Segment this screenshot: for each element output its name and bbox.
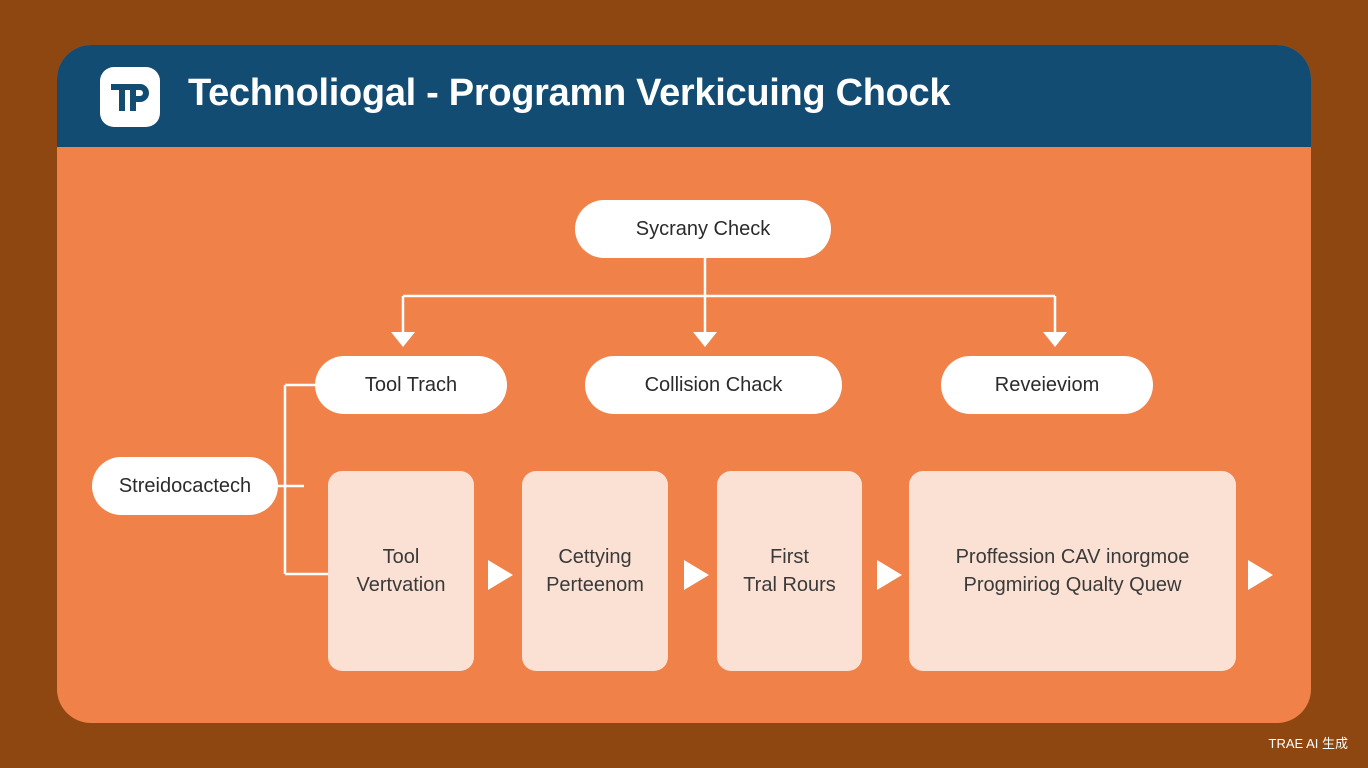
branch-node-1: Tool Trach <box>315 356 507 414</box>
side-node: Streidocactech <box>92 457 278 515</box>
process-step-4: Proffession CAV inorgmoe Progmiriog Qual… <box>909 471 1236 671</box>
arrow-right-3 <box>877 560 902 590</box>
branch-node-2: Collision Chack <box>585 356 842 414</box>
watermark: TRAE AI 生成 <box>1268 736 1348 751</box>
arrow-right-2 <box>684 560 709 590</box>
header-bar: Technoliogal - Programn Verkicuing Chock <box>57 45 1311 147</box>
process-step-2-line-2: Perteenom <box>546 574 644 596</box>
process-step-2-line-1: Cettying <box>558 546 632 568</box>
tp-logo-icon <box>100 67 160 127</box>
arrow-right-1 <box>488 560 513 590</box>
process-step-1-line-2: Vertvation <box>356 574 446 596</box>
process-step-4-line-2: Progmiriog Qualty Quew <box>963 574 1182 596</box>
root-node: Sycrany Check <box>575 200 831 258</box>
process-step-4-line-1: Proffession CAV inorgmoe <box>955 546 1190 568</box>
process-step-2: Cettying Perteenom <box>522 471 668 671</box>
process-step-1-line-1: Tool <box>382 546 420 568</box>
branch-node-3: Reveievіom <box>941 356 1153 414</box>
page-title: Technoliogal - Programn Verkicuing Chock <box>188 72 951 114</box>
process-step-3-line-2: Tral Rours <box>743 574 836 596</box>
process-step-3: First Tral Rours <box>717 471 862 671</box>
process-step-3-line-1: First <box>770 546 809 568</box>
arrow-down-left <box>391 332 415 347</box>
process-step-1: Tool Vertvation <box>328 471 474 671</box>
arrow-right-4 <box>1248 560 1273 590</box>
arrow-down-center <box>693 332 717 347</box>
connector-lines <box>278 258 1273 590</box>
diagram-card: Technoliogal - Programn Verkicuing Chock… <box>57 45 1311 723</box>
arrow-down-right <box>1043 332 1067 347</box>
